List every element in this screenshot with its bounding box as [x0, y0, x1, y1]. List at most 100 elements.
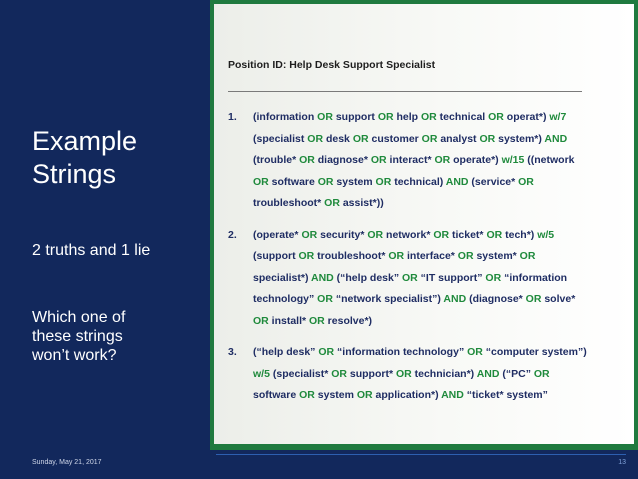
slide-title: Example Strings	[32, 125, 137, 191]
search-term: operate*)	[450, 154, 502, 166]
boolean-operator: OR	[533, 367, 550, 380]
search-term: troubleshoot*	[314, 250, 389, 262]
search-term: “network specialist”)	[332, 293, 444, 305]
boolean-operator: OR	[253, 314, 269, 327]
question-line: won’t work?	[32, 347, 117, 364]
search-term: (support	[253, 250, 299, 262]
search-term: analyst	[437, 132, 480, 145]
boolean-operator: OR	[421, 132, 438, 145]
boolean-operator: AND	[445, 175, 469, 188]
search-term: application*)	[372, 389, 442, 401]
boolean-operator: OR	[525, 293, 542, 305]
search-term: resolve*)	[324, 314, 373, 327]
string-line: (operate* OR security* OR network* OR ti…	[253, 225, 630, 247]
search-term: software	[253, 389, 300, 401]
search-term: technical	[436, 111, 489, 123]
boolean-operator: OR	[317, 111, 333, 123]
boolean-operator: OR	[486, 228, 503, 241]
search-term: (trouble*	[253, 154, 300, 166]
search-term: solve*	[541, 293, 576, 305]
boolean-operator: OR	[375, 175, 392, 188]
page-number: 13	[618, 459, 626, 466]
footer-bar: 13	[210, 450, 638, 479]
boolean-operator: w/7	[549, 111, 567, 123]
search-term: tech*)	[502, 228, 538, 241]
question-line: these strings	[32, 328, 123, 345]
boolean-operator: OR	[377, 111, 394, 123]
boolean-operator: AND	[544, 132, 568, 145]
boolean-operator: w/5	[537, 228, 555, 241]
slide-sidebar: Example Strings 2 truths and 1 lie Which…	[0, 0, 210, 479]
search-term: “ticket* system”	[463, 389, 548, 401]
search-term: ((network	[524, 154, 575, 166]
search-term: technical)	[391, 175, 446, 188]
boolean-operator: OR	[485, 271, 502, 284]
item-number: 1.	[228, 111, 237, 123]
boolean-operator: AND	[441, 389, 464, 401]
boolean-operator: OR	[370, 154, 387, 166]
string-line: w/5 (specialist* OR support* OR technici…	[253, 364, 630, 386]
search-term: support	[332, 111, 378, 123]
search-term: install*	[268, 314, 310, 327]
slide-subtitle: 2 truths and 1 lie	[32, 242, 151, 259]
string-line: (specialist OR desk OR customer OR analy…	[253, 129, 630, 151]
boolean-operator: OR	[367, 228, 384, 241]
heading-divider	[228, 91, 582, 92]
search-term: network*	[383, 228, 434, 241]
boolean-operator: OR	[488, 111, 504, 123]
search-term: desk	[323, 132, 353, 145]
search-term: system	[333, 175, 376, 188]
search-term: (“help desk”	[333, 271, 402, 284]
search-term: assist*))	[339, 197, 384, 209]
search-term: interact*	[386, 154, 435, 166]
boolean-operator: OR	[388, 250, 405, 262]
boolean-operator: w/15	[501, 154, 525, 166]
boolean-operator: OR	[433, 228, 450, 241]
boolean-operator: OR	[457, 250, 474, 262]
content-panel: Position ID: Help Desk Support Specialis…	[214, 4, 634, 444]
search-term: system	[314, 389, 357, 401]
boolean-operator: OR	[299, 389, 315, 401]
search-term: (specialist	[253, 132, 308, 145]
boolean-operator: OR	[395, 367, 412, 380]
search-term: (information	[253, 111, 318, 123]
search-term: (diagnose*	[466, 293, 526, 305]
string-line: troubleshoot* OR assist*))	[253, 193, 630, 215]
boolean-operator: OR	[318, 346, 335, 358]
boolean-operator: OR	[324, 197, 340, 209]
boolean-operator: AND	[476, 367, 500, 380]
boolean-operator: OR	[479, 132, 496, 145]
boolean-operator: OR	[317, 175, 334, 188]
footer-date: Sunday, May 21, 2017	[32, 459, 102, 466]
search-term: (specialist*	[269, 367, 332, 380]
search-term: troubleshoot*	[253, 197, 325, 209]
search-term: system*)	[495, 132, 545, 145]
search-term: ticket*	[449, 228, 487, 241]
search-term: (operate*	[253, 228, 302, 241]
item-number: 2.	[228, 228, 237, 241]
search-string-list: 1. (information OR support OR help OR tec…	[228, 107, 630, 417]
boolean-operator: OR	[421, 111, 437, 123]
search-term: customer	[368, 132, 422, 145]
position-id-heading: Position ID: Help Desk Support Specialis…	[228, 59, 436, 71]
boolean-operator: AND	[443, 293, 467, 305]
boolean-operator: OR	[309, 314, 325, 327]
boolean-operator: OR	[352, 132, 369, 145]
search-term: “computer system”)	[482, 346, 587, 358]
string-line: (“help desk” OR “information technology”…	[253, 342, 630, 364]
search-term: (service*	[468, 175, 519, 188]
boolean-operator: OR	[331, 367, 347, 380]
search-term: security*	[317, 228, 368, 241]
search-term: system*	[473, 250, 520, 262]
slide-title-line: Example	[32, 126, 138, 156]
string-line: software OR system OR application*) AND …	[253, 385, 630, 407]
search-term: “information technology”	[334, 346, 468, 358]
search-string-item: 1. (information OR support OR help OR tec…	[228, 107, 630, 215]
string-line: (information OR support OR help OR techn…	[253, 107, 630, 129]
boolean-operator: w/5	[253, 367, 270, 380]
boolean-operator: OR	[299, 154, 315, 166]
slide-title-line: Strings	[32, 159, 117, 189]
boolean-operator: OR	[253, 175, 269, 188]
search-term: software	[268, 175, 318, 188]
search-string-item: 3.(“help desk” OR “information technolog…	[228, 342, 630, 407]
